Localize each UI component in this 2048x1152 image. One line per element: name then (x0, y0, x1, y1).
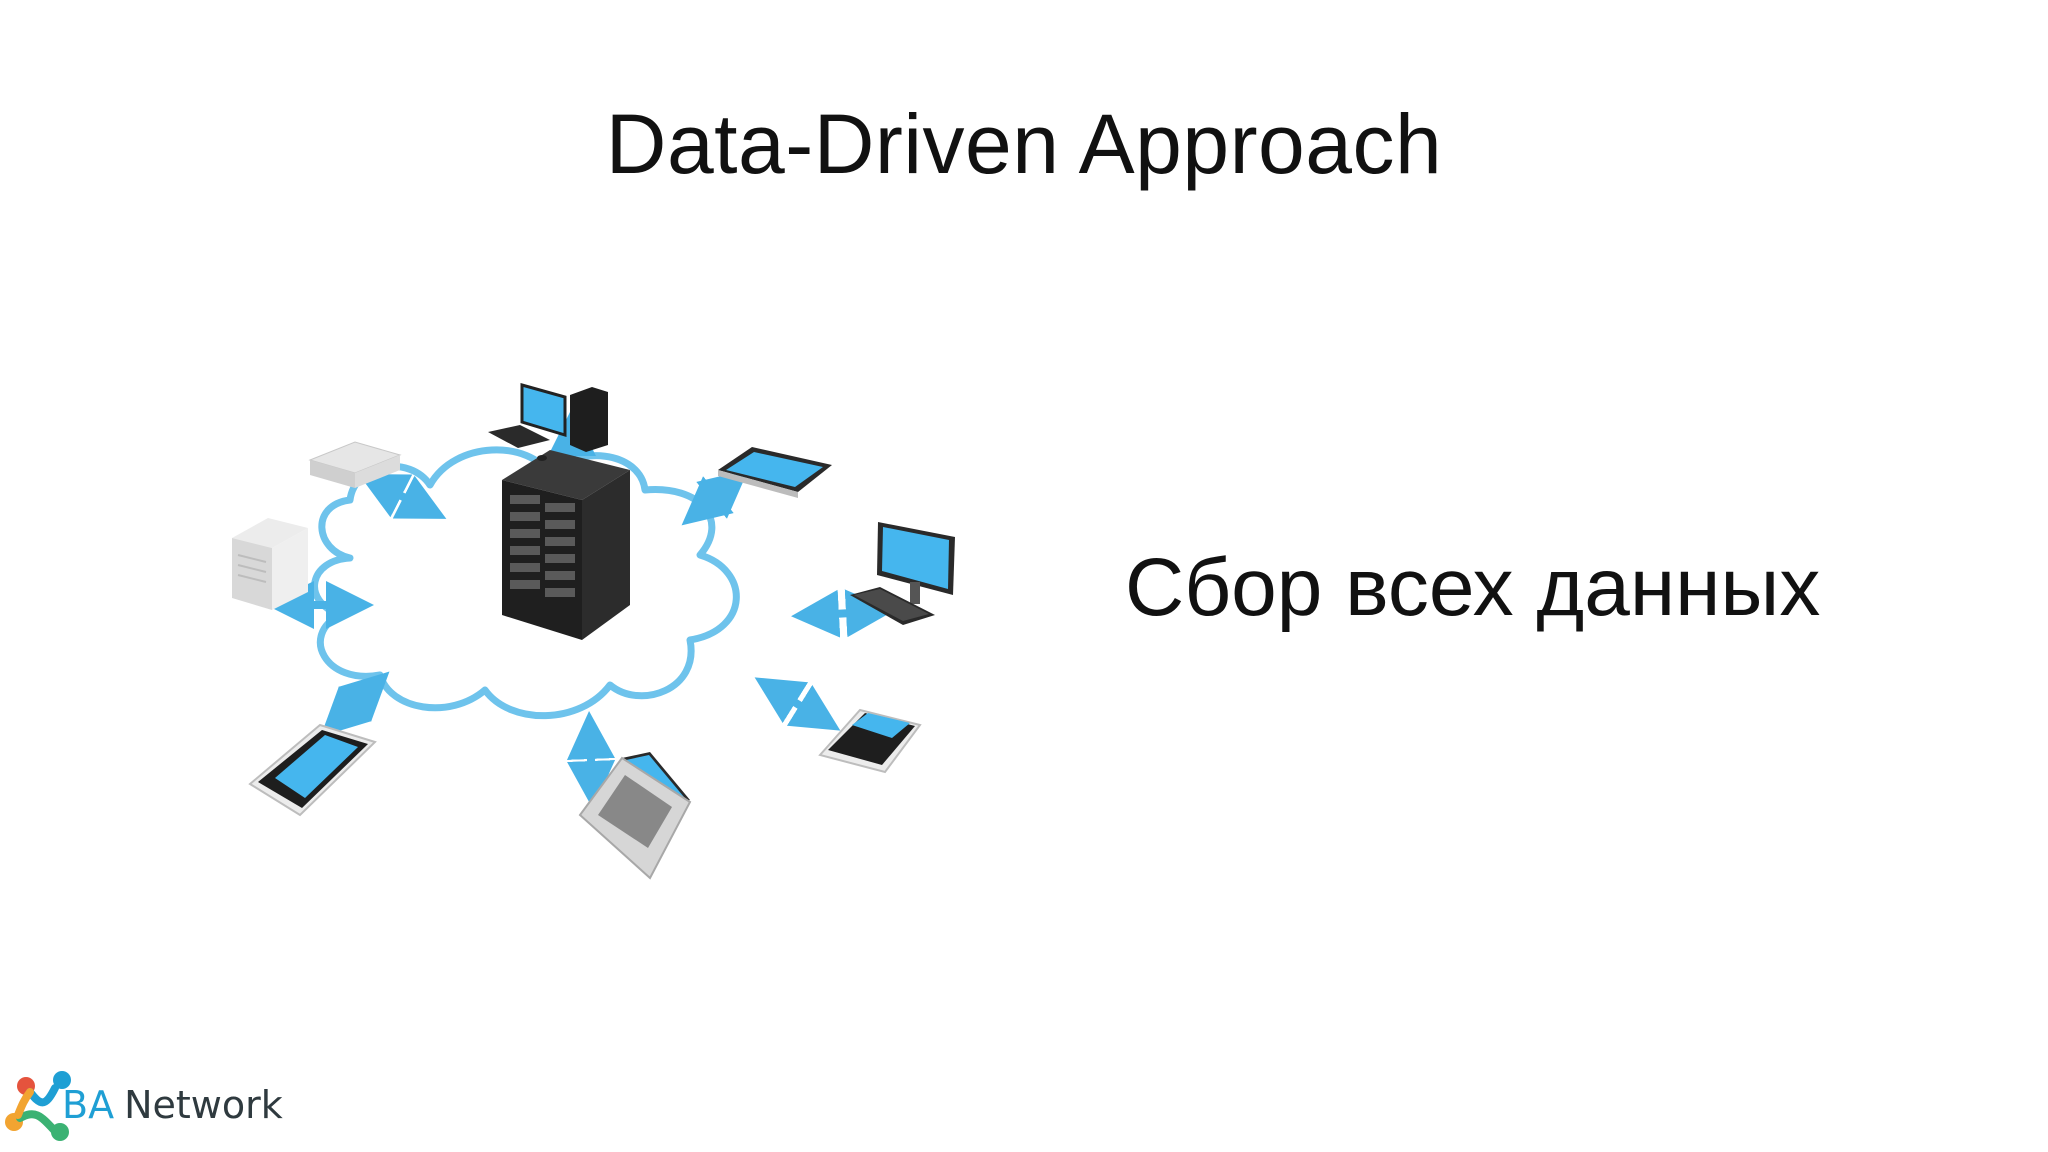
arrow-laptop (566, 711, 616, 809)
smartphone-icon (248, 723, 377, 817)
ba-network-logo (5, 1071, 71, 1141)
logo-people-icon (5, 1071, 71, 1141)
arrow-keypad-phone (754, 677, 841, 731)
smartphone-keypad-icon (818, 708, 922, 774)
slide-title: Data-Driven Approach (605, 97, 1443, 191)
arrow-monitor (791, 589, 894, 638)
tower-server-icon (232, 518, 308, 610)
tablet-icon (718, 447, 832, 498)
arrow-smartphone (320, 671, 390, 737)
network-cloud-illustration (232, 383, 955, 880)
arrow-flat-server (358, 474, 447, 519)
monitor-keyboard-icon (850, 522, 955, 625)
flat-server-icon (308, 441, 402, 488)
desktop-computer-icon (488, 383, 608, 461)
slide-subtitle: Сбор всех данных (1125, 542, 1821, 633)
logo-network: Network (124, 1083, 283, 1127)
arrow-tablet (681, 469, 749, 526)
laptop-icon (578, 752, 692, 880)
logo-ba: BA (62, 1083, 115, 1127)
server-rack-icon (502, 450, 630, 640)
